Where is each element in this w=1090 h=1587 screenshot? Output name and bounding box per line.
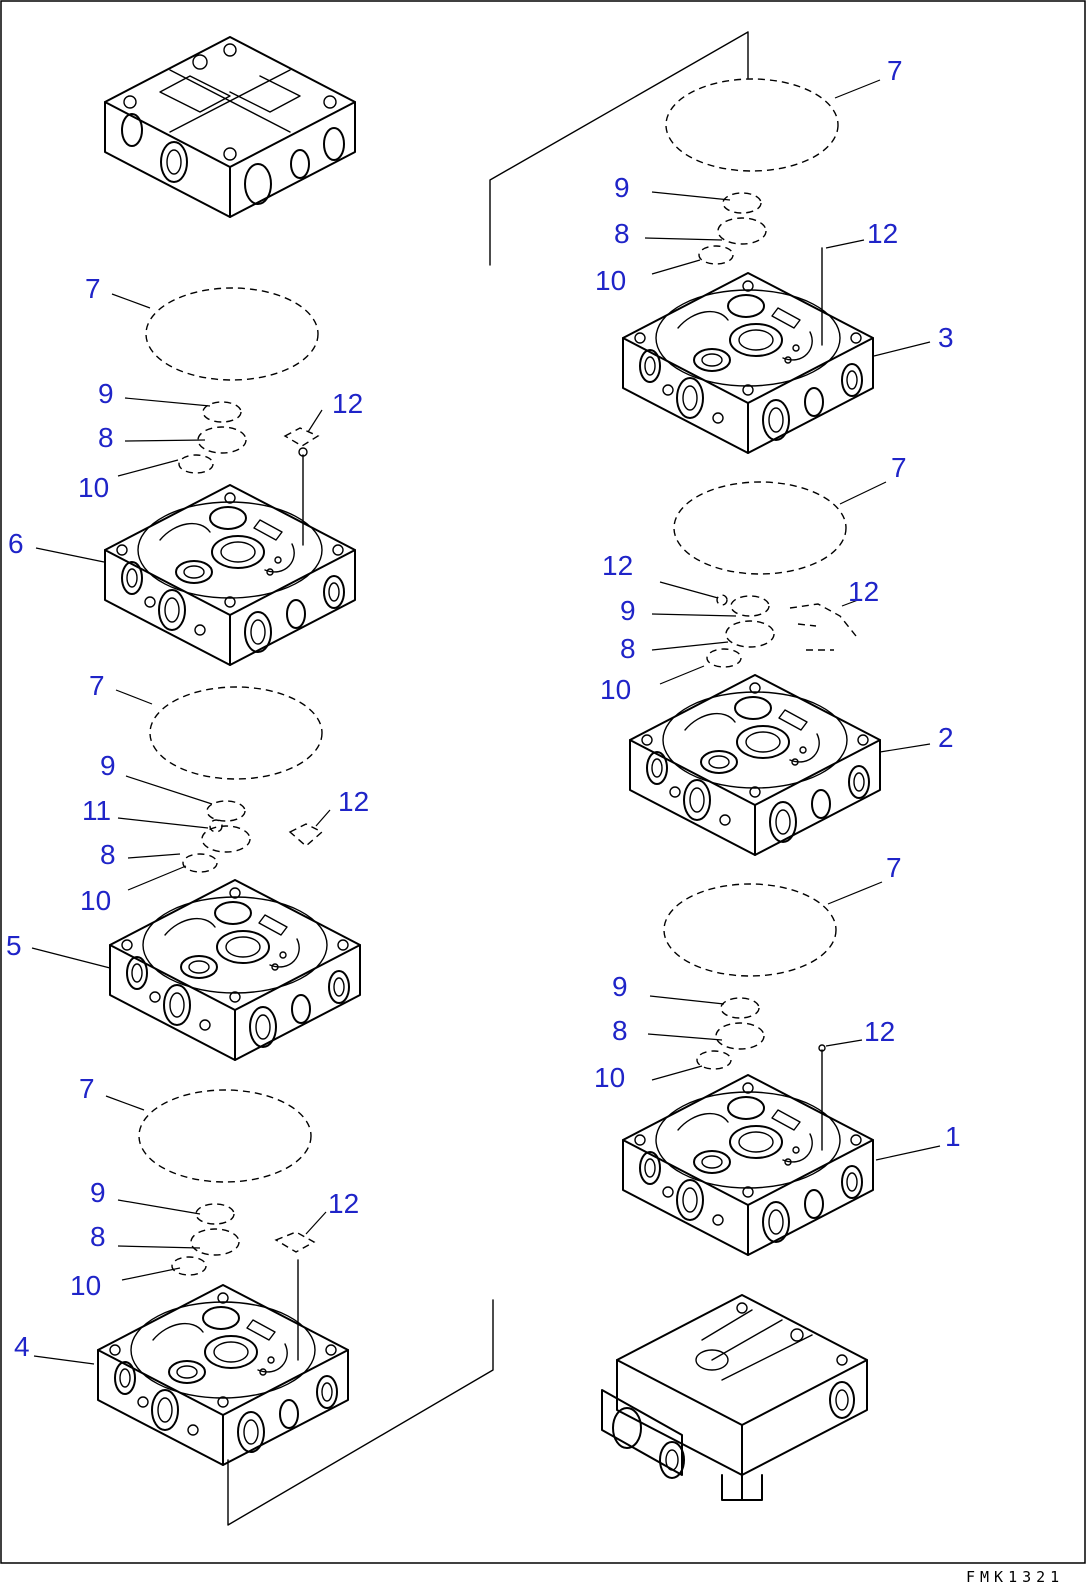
callout-7-gasket-a: 7 [85,273,101,304]
callout-12-ball: 12 [602,550,633,581]
part-12-pin-e [789,603,857,651]
callout-12-pin-e: 12 [848,576,879,607]
part-12-pin-a [283,427,320,447]
callout-9-ring-e: 9 [620,595,636,626]
callout-11-ring: 11 [82,795,111,826]
callout-12-pin-c: 12 [328,1188,359,1219]
callout-7-gasket-b: 7 [89,670,105,701]
callout-9-ring-b: 9 [100,750,116,781]
part-12-pin-b [288,823,324,847]
left-rings-b [149,686,323,873]
leader-lines [31,79,941,1365]
callout-6-section: 6 [8,528,24,559]
right-rings-c [663,883,837,1070]
callout-10-ring-e: 10 [600,674,631,705]
part-12-ball-b [716,594,728,606]
callout-7-gasket-f: 7 [886,852,902,883]
callouts: 7 9 8 10 12 6 7 9 11 8 10 12 5 7 9 8 10 … [6,55,961,1362]
left-end-cap [104,36,356,218]
callout-8-ring-d: 8 [614,218,630,249]
part-12-pin-c [274,1231,316,1253]
callout-5-section: 5 [6,930,22,961]
callout-12-pin-d: 12 [867,218,898,249]
valve-section-4 [97,1284,349,1466]
callout-12-pin-b: 12 [338,786,369,817]
callout-10-ring-f: 10 [594,1062,625,1093]
callout-10-ring-c: 10 [70,1270,101,1301]
callout-3-section: 3 [938,322,954,353]
right-rings-a [665,78,839,265]
part-12-head-a [298,447,308,457]
part-12-head-f [818,1044,826,1052]
callout-4-section: 4 [14,1331,30,1362]
callout-8-ring-f: 8 [612,1015,628,1046]
callout-10-ring-a: 10 [78,472,109,503]
callout-9-ring-c: 9 [90,1177,106,1208]
callout-8-ring-a: 8 [98,422,114,453]
callout-7-gasket-c: 7 [79,1073,95,1104]
right-rings-b [673,481,847,668]
callout-9-ring-f: 9 [612,971,628,1002]
valve-section-2 [629,674,881,856]
stack-connector-top [489,31,749,266]
callout-9-ring-a: 9 [98,378,114,409]
callout-9-ring-d: 9 [614,172,630,203]
stack-connector-bottom [227,1299,494,1526]
callout-8-ring-e: 8 [620,633,636,664]
callout-8-ring-c: 8 [90,1221,106,1252]
callout-1-section: 1 [945,1121,961,1152]
drawing-code: FMK1321 [966,1568,1064,1586]
left-rings-a [145,287,319,474]
callout-12-pin-f: 12 [864,1016,895,1047]
valve-section-5 [109,879,361,1061]
valve-section-3 [622,272,874,454]
part-11-ring [209,819,223,833]
callout-7-gasket-e: 7 [891,452,907,483]
callout-8-ring-b: 8 [100,839,116,870]
callout-2-section: 2 [938,722,954,753]
callout-7-gasket-d: 7 [887,55,903,86]
callout-12-pin-a: 12 [332,388,363,419]
callout-10-ring-b: 10 [80,885,111,916]
inlet-cover [601,1294,868,1501]
callout-10-ring-d: 10 [595,265,626,296]
valve-section-1 [622,1074,874,1256]
valve-section-6 [104,484,356,666]
